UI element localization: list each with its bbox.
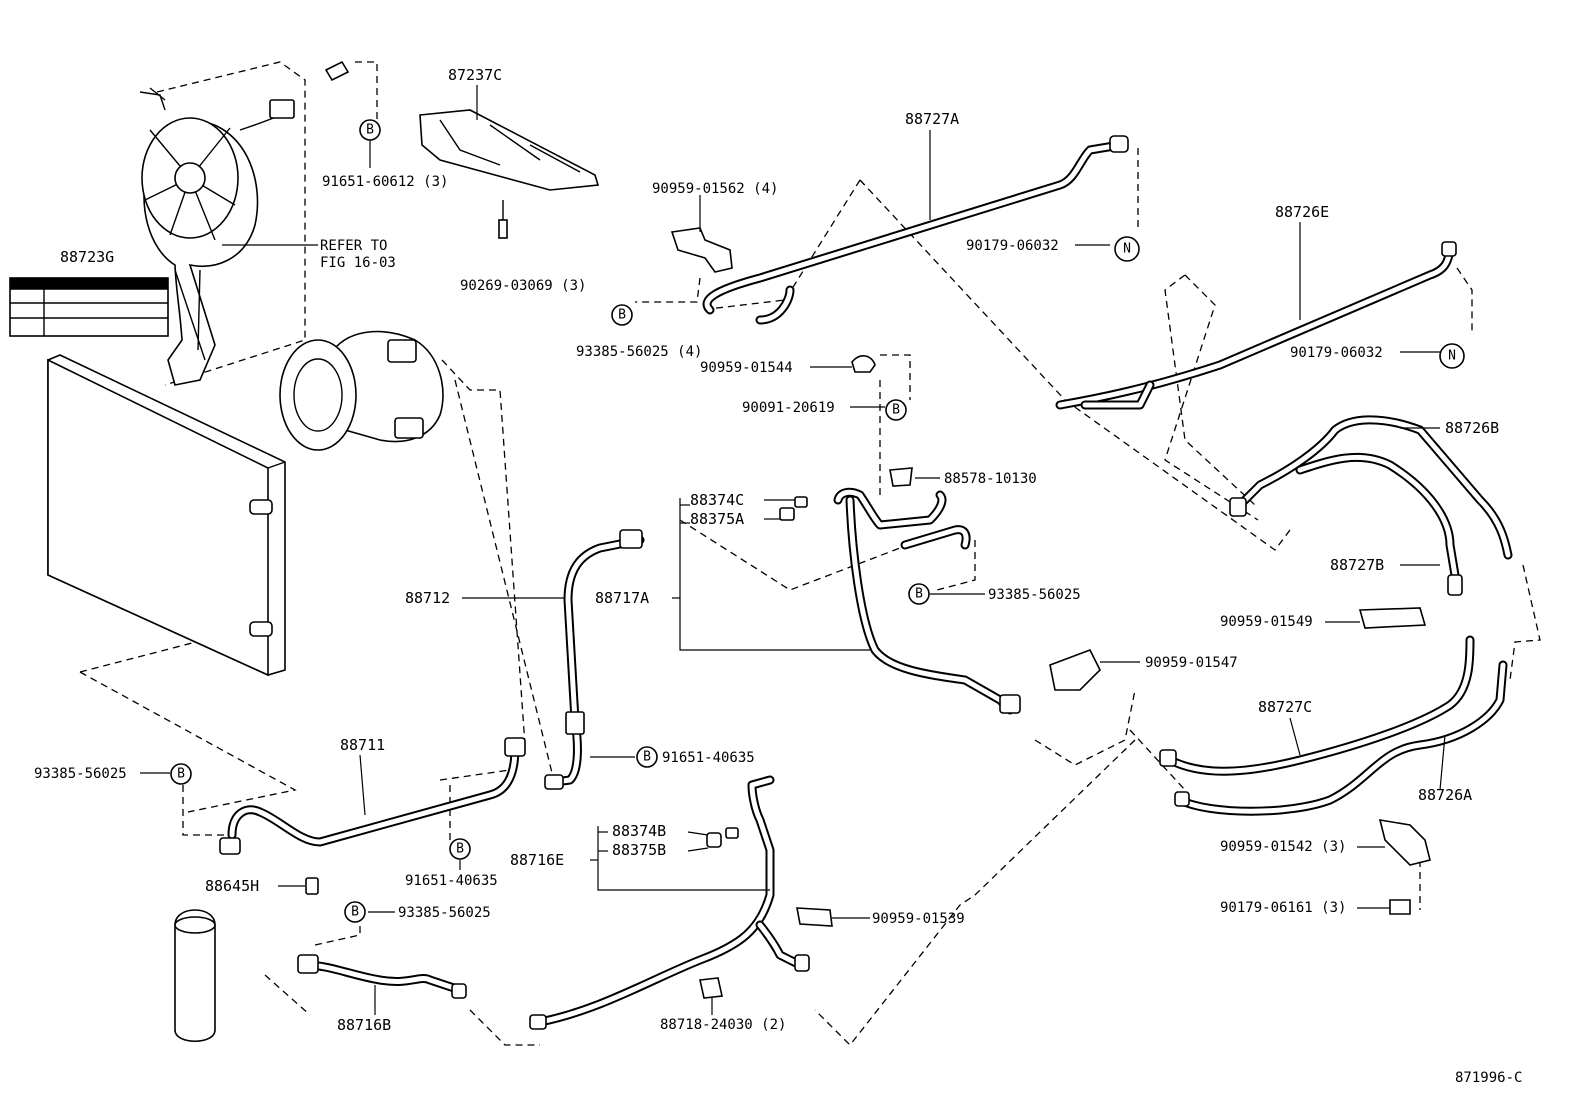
svg-text:B: B xyxy=(643,750,651,765)
label-90959-01562: 90959-01562 (4) xyxy=(652,181,778,197)
compressor xyxy=(279,330,444,451)
label-88716B: 88716B xyxy=(337,1016,391,1034)
label-90179-06161: 90179-06161 (3) xyxy=(1220,900,1346,916)
svg-text:B: B xyxy=(618,308,626,323)
label-card xyxy=(9,277,169,337)
label-88727C: 88727C xyxy=(1258,698,1312,716)
dashed-guide-lines xyxy=(79,61,1541,1046)
label-88726B: 88726B xyxy=(1445,419,1499,437)
marker-bolt-93385-56025-c: B xyxy=(908,583,930,605)
label-88727A: 88727A xyxy=(905,110,959,128)
label-88716E: 88716E xyxy=(510,851,564,869)
label-93385-56025-c: 93385-56025 xyxy=(988,587,1081,603)
label-88374B: 88374B xyxy=(612,822,666,840)
label-88375B: 88375B xyxy=(612,841,666,859)
pipes xyxy=(219,135,1513,1030)
label-93385-56025-l: 93385-56025 xyxy=(34,766,127,782)
label-88726E: 88726E xyxy=(1275,203,1329,221)
label-88711: 88711 xyxy=(340,736,385,754)
svg-text:B: B xyxy=(915,587,923,602)
label-88645H: 88645H xyxy=(205,877,259,895)
label-90179-06032-a: 90179-06032 xyxy=(966,238,1059,254)
label-91651-60612: 91651-60612 (3) xyxy=(322,174,448,190)
label-refer-to: REFER TO xyxy=(320,238,387,254)
label-90269-03069: 90269-03069 (3) xyxy=(460,278,586,294)
svg-text:B: B xyxy=(177,767,185,782)
small-parts xyxy=(174,227,1431,1042)
label-88726A: 88726A xyxy=(1418,786,1472,804)
label-88727B: 88727B xyxy=(1330,556,1384,574)
label-90959-01542: 90959-01542 (3) xyxy=(1220,839,1346,855)
bolt-91651-60612 xyxy=(324,60,350,82)
label-90959-01549: 90959-01549 xyxy=(1220,614,1313,630)
marker-bolt-90091-20619: B xyxy=(885,399,907,421)
svg-text:B: B xyxy=(892,403,900,418)
marker-bolt-91651-60612: B xyxy=(359,119,381,141)
leader-lines xyxy=(140,85,1446,1015)
label-88578-10130: 88578-10130 xyxy=(944,471,1037,487)
label-90959-01547: 90959-01547 xyxy=(1145,655,1238,671)
label-88374C: 88374C xyxy=(690,491,744,509)
svg-text:B: B xyxy=(456,842,464,857)
label-90959-01544: 90959-01544 xyxy=(700,360,793,376)
label-88717A: 88717A xyxy=(595,589,649,607)
svg-text:B: B xyxy=(351,905,359,920)
label-87237C: 87237C xyxy=(448,66,502,84)
bracket-87237C xyxy=(419,109,600,239)
label-90959-01539: 90959-01539 xyxy=(872,911,965,927)
svg-text:N: N xyxy=(1123,242,1131,257)
svg-text:N: N xyxy=(1448,349,1456,364)
label-91651-40635-b: 91651-40635 xyxy=(662,750,755,766)
label-90091-20619: 90091-20619 xyxy=(742,400,835,416)
marker-bolt-91651-40635-b: B xyxy=(636,746,658,768)
diagram-id: 871996-C xyxy=(1455,1070,1522,1086)
marker-bolt-93385-56025-4: B xyxy=(611,304,633,326)
marker-bolt-93385-56025-l: B xyxy=(170,763,192,785)
label-91651-40635-a: 91651-40635 xyxy=(405,873,498,889)
cooling-fan-assembly xyxy=(139,87,318,386)
label-88718-24030: 88718-24030 (2) xyxy=(660,1017,786,1033)
marker-bolt-91651-40635-a: B xyxy=(449,838,471,860)
label-90179-06032-b: 90179-06032 xyxy=(1290,345,1383,361)
condenser xyxy=(47,354,286,677)
svg-text:B: B xyxy=(366,123,374,138)
label-refer-fig: FIG 16-03 xyxy=(320,255,396,271)
marker-bolt-93385-56025-b: B xyxy=(344,901,366,923)
label-88375A: 88375A xyxy=(690,510,744,528)
label-88712: 88712 xyxy=(405,589,450,607)
label-88723G: 88723G xyxy=(60,248,114,266)
marker-nut-90179-06032-a: N xyxy=(1114,236,1140,262)
marker-nut-90179-06032-b: N xyxy=(1439,343,1465,369)
label-93385-56025-4: 93385-56025 (4) xyxy=(576,344,702,360)
label-93385-56025-b: 93385-56025 xyxy=(398,905,491,921)
part-labels: 88723G 91651-60612 (3) 87237C 90269-0306… xyxy=(34,66,1522,1086)
